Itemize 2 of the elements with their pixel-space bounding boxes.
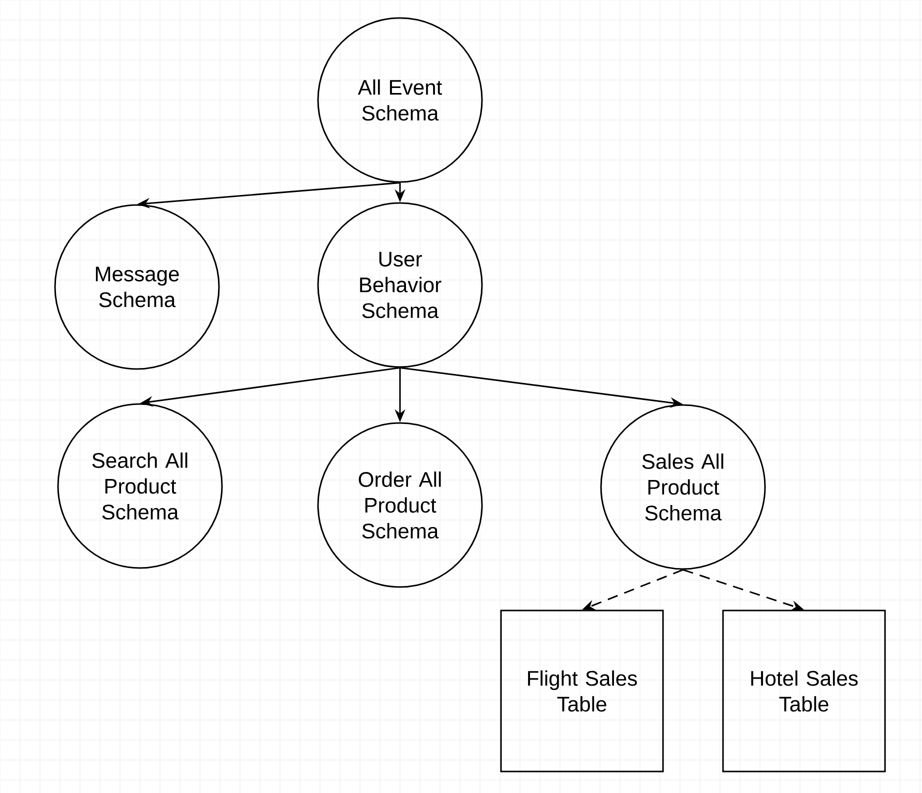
table-box: Flight Sales Table bbox=[500, 610, 664, 772]
table-box: Hotel Sales Table bbox=[722, 610, 886, 772]
